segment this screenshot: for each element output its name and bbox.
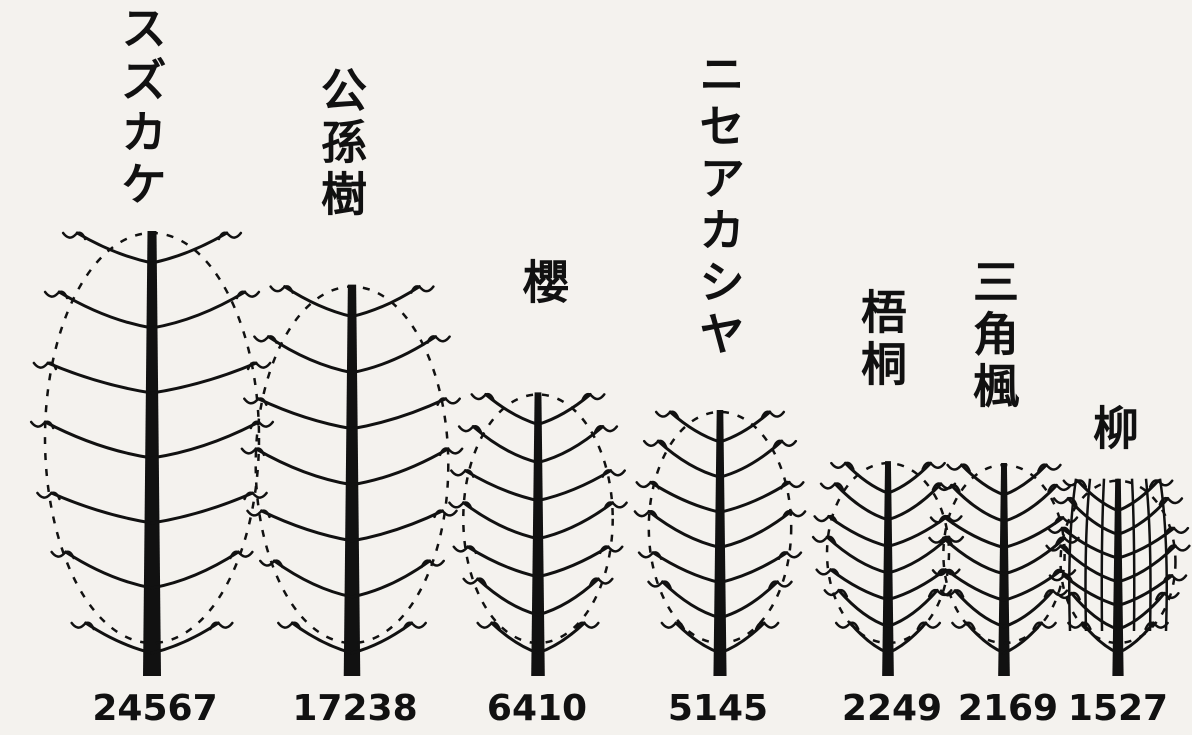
tree-mark-suzukake [29, 231, 275, 676]
tree-mark-sakura [448, 392, 628, 676]
tree-mark-yanagi [1045, 478, 1191, 676]
value-label-aogiri: 2249 [841, 688, 943, 729]
category-label-aogiri: 梧桐 [854, 288, 908, 392]
value-label-tokaede: 2169 [957, 688, 1059, 729]
category-label-kouson-ju: 公孫樹 [314, 66, 368, 222]
value-label-kouson-ju: 17238 [292, 688, 418, 729]
value-label-sakura: 6410 [486, 688, 588, 729]
category-label-tokaede: 三角楓 [966, 258, 1020, 414]
tree-mark-aogiri [811, 461, 965, 676]
category-label-niseakashiya: ニセアカシヤ [692, 50, 746, 362]
category-label-sakura: 櫻 [516, 258, 570, 310]
value-label-suzukake: 24567 [92, 688, 218, 729]
value-label-niseakashiya: 5145 [667, 688, 769, 729]
category-label-yanagi: 柳 [1086, 404, 1140, 456]
category-label-suzukake: スズカケ [114, 4, 168, 212]
tree-mark-tokaede [928, 462, 1080, 676]
tree-mark-kouson-ju [240, 284, 464, 676]
value-label-yanagi: 1527 [1067, 688, 1169, 729]
tree-mark-niseakashiya [633, 409, 807, 676]
